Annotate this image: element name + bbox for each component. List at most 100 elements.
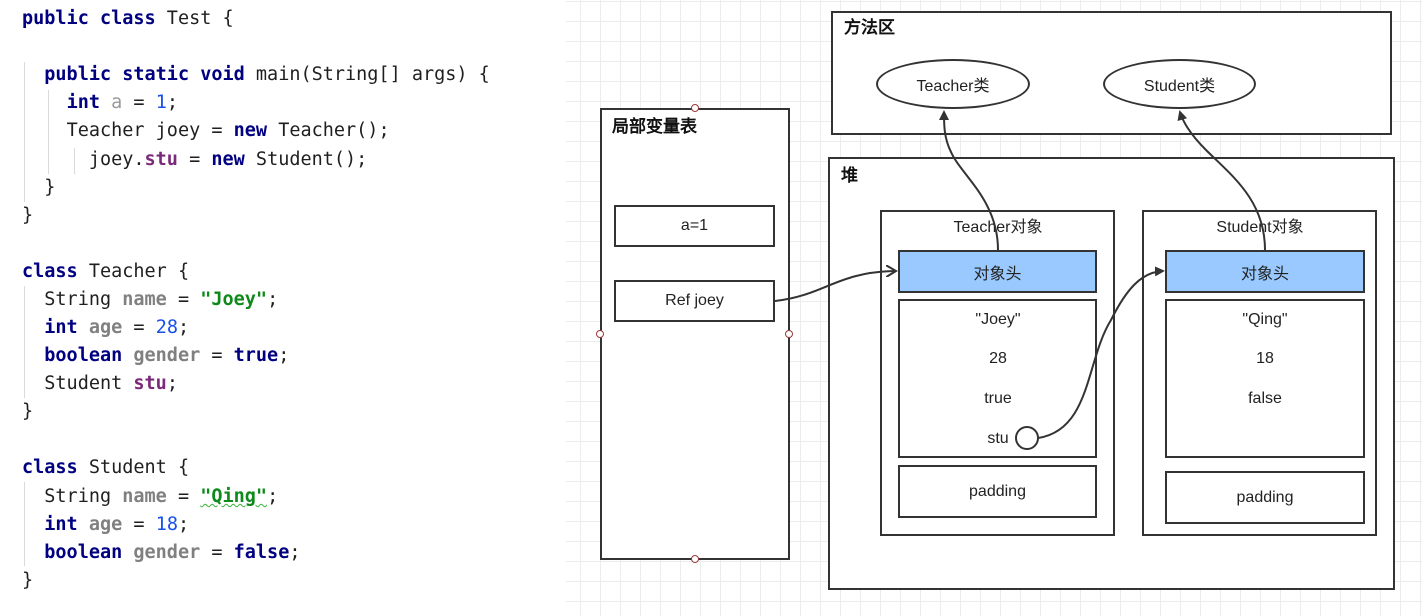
- field-name: age: [88, 514, 123, 535]
- number-literal: 18: [155, 514, 178, 535]
- teacher-name-value: "Joey": [975, 311, 1021, 328]
- resize-handle[interactable]: [691, 104, 699, 112]
- ref-joey-cell[interactable]: Ref joey: [614, 280, 775, 322]
- code-text: ;: [278, 345, 290, 366]
- code-text: =: [200, 542, 234, 563]
- local-var: a: [111, 92, 123, 113]
- code-text: ;: [177, 514, 190, 535]
- number-literal: 28: [155, 317, 178, 338]
- number-literal: 1: [155, 92, 167, 113]
- teacher-padding-cell[interactable]: padding: [898, 465, 1097, 518]
- resize-handle[interactable]: [596, 330, 604, 338]
- teacher-object-header[interactable]: 对象头: [898, 250, 1097, 293]
- keyword: public: [22, 8, 89, 29]
- code-text: ;: [267, 289, 279, 310]
- code-text: =: [122, 514, 156, 535]
- student-object-title: Student对象: [1216, 219, 1304, 236]
- field-name: age: [88, 317, 123, 338]
- student-fields-box[interactable]: [1165, 299, 1365, 458]
- resize-handle[interactable]: [691, 555, 699, 563]
- teacher-class-node[interactable]: Teacher类: [876, 59, 1030, 109]
- code-text: Test {: [155, 8, 234, 29]
- resize-handle[interactable]: [785, 330, 793, 338]
- keyword: true: [233, 345, 279, 366]
- code-text: ;: [267, 486, 279, 507]
- keyword: false: [233, 542, 290, 563]
- student-class-node[interactable]: Student类: [1103, 59, 1256, 109]
- keyword: boolean: [44, 542, 123, 563]
- code-line-20: boolean gender = false;: [22, 539, 300, 567]
- indent-guide: [48, 90, 49, 174]
- code-text: Teacher joey =: [66, 120, 234, 141]
- code-text: main(String[] args) {: [244, 64, 490, 85]
- code-text: ;: [166, 92, 178, 113]
- code-line-5: Teacher joey = new Teacher();: [22, 117, 390, 145]
- code-text: =: [166, 486, 201, 507]
- keyword: public: [44, 64, 112, 85]
- code-text: Teacher();: [267, 120, 390, 141]
- brace: }: [22, 401, 34, 422]
- heap-title: 堆: [841, 166, 858, 186]
- indent-guide: [24, 286, 25, 398]
- brace: }: [22, 570, 34, 591]
- code-text: =: [122, 92, 156, 113]
- local-variable-table-title: 局部变量表: [612, 117, 697, 137]
- keyword: class: [22, 261, 78, 282]
- code-text: =: [200, 345, 234, 366]
- brace: }: [44, 177, 56, 198]
- code-line-7: }: [22, 174, 55, 202]
- code-text: =: [122, 317, 156, 338]
- code-text: joey.: [88, 149, 145, 170]
- string-literal: "Qing": [200, 486, 268, 507]
- student-age-value: 18: [1256, 350, 1274, 367]
- field-name: stu: [133, 373, 167, 394]
- student-padding-cell[interactable]: padding: [1165, 471, 1365, 524]
- student-object-header[interactable]: 对象头: [1165, 250, 1365, 293]
- code-text: Student {: [77, 457, 190, 478]
- code-line-14: Student stu;: [22, 370, 178, 398]
- keyword: int: [44, 317, 78, 338]
- code-text: String: [44, 486, 123, 507]
- code-text: Student: [44, 373, 134, 394]
- teacher-gender-value: true: [984, 390, 1012, 407]
- memory-diagram[interactable]: 方法区 Teacher类 Student类 局部变量表 a=1 Ref joey…: [566, 0, 1422, 616]
- code-line-4: int a = 1;: [22, 89, 178, 117]
- student-name-value: "Qing": [1242, 311, 1288, 328]
- field-name: name: [122, 289, 167, 310]
- code-text: ;: [289, 542, 301, 563]
- code-line-1: public class Test {: [22, 5, 234, 33]
- method-area-title: 方法区: [844, 18, 895, 38]
- field-name: name: [122, 486, 167, 507]
- code-line-19: int age = 18;: [22, 511, 189, 539]
- code-line-8: }: [22, 202, 33, 230]
- indent-guide: [24, 482, 25, 566]
- string-literal: "Joey": [200, 289, 268, 310]
- code-text: String: [44, 289, 123, 310]
- keyword: int: [66, 92, 100, 113]
- keyword: new: [233, 120, 268, 141]
- code-text: =: [166, 289, 201, 310]
- keyword: static: [122, 64, 190, 85]
- teacher-object-title: Teacher对象: [953, 219, 1043, 236]
- keyword: class: [99, 8, 156, 29]
- local-variable-table-box[interactable]: [600, 108, 790, 560]
- code-line-6: joey.stu = new Student();: [22, 146, 368, 174]
- code-text: ;: [177, 317, 190, 338]
- field-ref: stu: [144, 149, 178, 170]
- field-name: gender: [133, 542, 201, 563]
- code-line-17: class Student {: [22, 454, 189, 482]
- code-line-21: }: [22, 567, 33, 595]
- code-text: Teacher {: [77, 261, 190, 282]
- local-var-a-cell[interactable]: a=1: [614, 205, 775, 247]
- code-line-3: public static void main(String[] args) {: [22, 61, 490, 89]
- keyword: int: [44, 514, 78, 535]
- code-line-11: String name = "Joey";: [22, 286, 278, 314]
- code-line-13: boolean gender = true;: [22, 342, 289, 370]
- code-editor: public class Test { public static void m…: [0, 0, 566, 616]
- keyword: void: [200, 64, 245, 85]
- code-line-18: String name = "Qing";: [22, 483, 278, 511]
- code-line-10: class Teacher {: [22, 258, 189, 286]
- teacher-stu-label: stu: [987, 430, 1009, 447]
- code-text: =: [177, 149, 212, 170]
- code-line-15: }: [22, 398, 33, 426]
